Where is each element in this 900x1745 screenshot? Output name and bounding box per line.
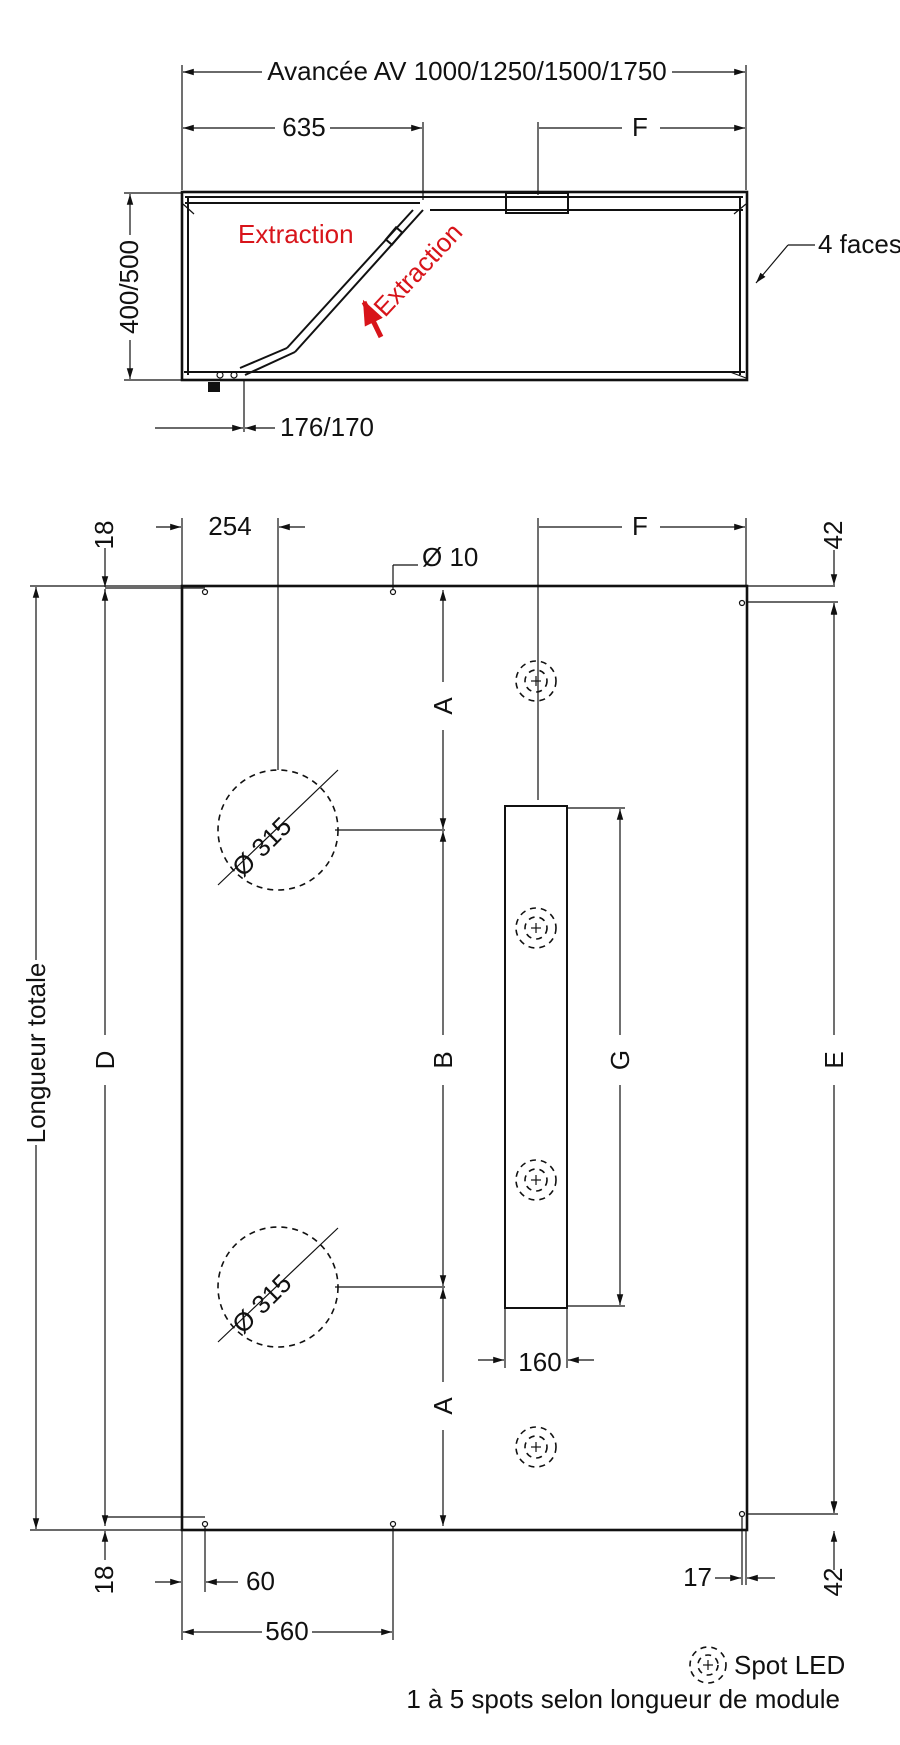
led-spot-icon [515, 1159, 557, 1201]
top-right-offset-label: 42 [818, 521, 848, 550]
bottom-right-offset-label: 42 [818, 1568, 848, 1597]
duct-diameter-top-label: Ø 315 [226, 811, 297, 882]
drain-block [208, 382, 220, 392]
top-left-offset-label: 18 [89, 521, 119, 550]
right-hole-offset-label: 17 [683, 1562, 712, 1592]
legend: Spot LED 1 à 5 spots selon longueur de m… [406, 1646, 845, 1714]
total-length-label: Longueur totale [21, 963, 51, 1144]
extraction-label-right: Extraction [367, 217, 468, 322]
overall-width-label: Avancée AV 1000/1250/1500/1750 [267, 56, 667, 86]
width-560-label: 560 [265, 1616, 308, 1646]
height-label: 400/500 [114, 240, 144, 334]
hole-offset-label: 254 [208, 511, 251, 541]
led-spot-icon [515, 907, 557, 949]
led-spot-icon [515, 660, 557, 702]
led-spot-icon [515, 1426, 557, 1468]
dim-g-label: G [605, 1050, 635, 1070]
plan-f-label: F [632, 511, 648, 541]
dim-b-label: B [428, 1051, 458, 1068]
side-f-label: F [632, 112, 648, 142]
dim-d-label: D [90, 1051, 120, 1070]
led-spot-icon [689, 1646, 727, 1684]
led-strip [504, 805, 568, 1309]
plan-view: 254 F 18 42 Ø 10 D [21, 511, 849, 1646]
bottom-left-offset-label: 18 [89, 1566, 119, 1595]
side-view: Avancée AV 1000/1250/1500/1750 635 F [114, 56, 900, 442]
faces-note: 4 faces [818, 229, 900, 259]
extraction-arrow [361, 299, 384, 339]
legend-spot-note: 1 à 5 spots selon longueur de module [406, 1684, 840, 1714]
left-width-label: 635 [282, 112, 325, 142]
dim-e-label: E [819, 1051, 849, 1068]
dim-a-top-label: A [428, 697, 458, 715]
legend-spot-label: Spot LED [734, 1650, 845, 1680]
strip-width-label: 160 [518, 1347, 561, 1377]
bottom-offset-label: 176/170 [280, 412, 374, 442]
duct-diameter-bottom-label: Ø 315 [226, 1268, 297, 1339]
left-hole-offset-label: 60 [246, 1566, 275, 1596]
extraction-label-left: Extraction [238, 219, 354, 249]
dim-a-bottom-label: A [428, 1397, 458, 1415]
small-hole-label: Ø 10 [422, 542, 478, 572]
